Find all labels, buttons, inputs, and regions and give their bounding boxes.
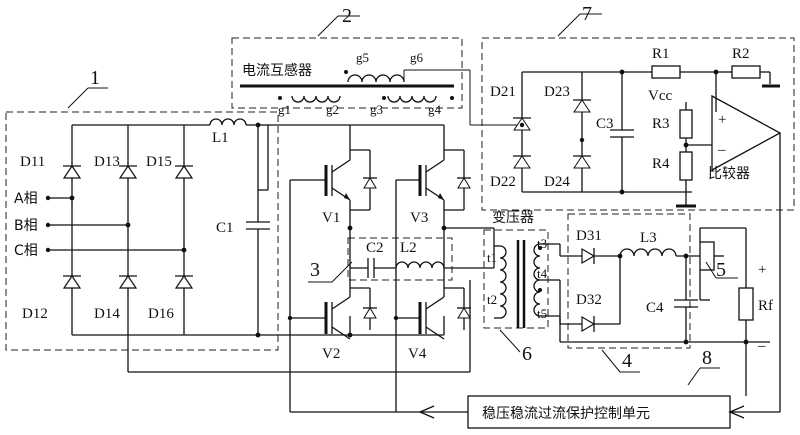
label-l2: L2 bbox=[400, 240, 417, 256]
label-g1: g1 bbox=[278, 102, 291, 117]
block-number-7: 7 bbox=[582, 3, 592, 25]
label-g6: g6 bbox=[410, 50, 424, 65]
label-g4: g4 bbox=[428, 102, 442, 117]
block-7-outline bbox=[481, 37, 795, 211]
comparator-block: D21 D23 D22 D24 C3 R1 R2 Vcc R bbox=[490, 46, 782, 412]
igbt-v3 bbox=[396, 149, 471, 228]
block-6-outline bbox=[483, 229, 549, 329]
bridge-block: V1 V3 bbox=[287, 149, 471, 412]
label-d13: D13 bbox=[94, 154, 120, 170]
label-d14: D14 bbox=[94, 306, 120, 322]
label-output-plus: + bbox=[758, 262, 766, 278]
label-d21: D21 bbox=[490, 84, 516, 100]
dc-bus-wiring bbox=[127, 124, 471, 373]
label-d31: D31 bbox=[576, 228, 602, 244]
label-d32: D32 bbox=[576, 292, 602, 308]
label-t1: t1 bbox=[487, 250, 497, 265]
label-d22: D22 bbox=[490, 174, 516, 190]
label-control-unit: 稳压稳流过流保护控制单元 bbox=[482, 406, 650, 422]
dashed-block-outlines bbox=[5, 37, 795, 351]
block-number-6: 6 bbox=[522, 343, 532, 365]
diode-d11 bbox=[62, 164, 82, 179]
label-transformer: 变压器 bbox=[492, 210, 534, 226]
label-l3: L3 bbox=[640, 230, 657, 246]
label-v1: V1 bbox=[322, 210, 340, 226]
label-comparator-plus: + bbox=[718, 112, 726, 128]
label-r4: R4 bbox=[652, 156, 670, 172]
label-v2: V2 bbox=[322, 346, 340, 362]
block-number-2: 2 bbox=[342, 5, 352, 27]
diode-d23 bbox=[573, 99, 591, 113]
label-t4: t4 bbox=[537, 266, 548, 281]
transformer-block: 变压器 t1 t2 t3 t4 t5 bbox=[487, 210, 561, 342]
label-r2: R2 bbox=[732, 46, 750, 62]
diode-d24 bbox=[573, 155, 591, 169]
label-d12: D12 bbox=[22, 306, 48, 322]
block-number-8: 8 bbox=[702, 347, 712, 369]
label-c1: C1 bbox=[216, 220, 234, 236]
current-transformer-block: 电流互感器 g5 g6 g1 g2 g3 g4 bbox=[240, 50, 522, 126]
igbt-v1 bbox=[290, 149, 377, 228]
rectifier-block: D11 D13 D15 D12 D14 D16 A相 B相 C相 L1 C1 bbox=[14, 118, 270, 338]
label-comparator-minus: – bbox=[717, 142, 726, 158]
diode-d22 bbox=[513, 155, 531, 169]
label-phase-a: A相 bbox=[14, 191, 38, 207]
block-2-outline bbox=[231, 37, 463, 109]
block-number-1: 1 bbox=[90, 67, 100, 89]
label-d11: D11 bbox=[20, 154, 45, 170]
label-v3: V3 bbox=[410, 210, 428, 226]
label-vcc: Vcc bbox=[648, 88, 672, 104]
label-c4: C4 bbox=[646, 300, 664, 316]
label-rf: Rf bbox=[758, 298, 773, 314]
igbt-v4 bbox=[396, 266, 471, 340]
label-v4: V4 bbox=[408, 346, 427, 362]
control-unit-block: 稳压稳流过流保护控制单元 bbox=[290, 342, 780, 429]
load-block: Rf + – bbox=[699, 227, 773, 354]
diode-d14 bbox=[118, 274, 138, 289]
block-number-5: 5 bbox=[716, 259, 726, 281]
label-c2: C2 bbox=[366, 240, 384, 256]
diode-d16 bbox=[174, 274, 194, 289]
block-1-outline bbox=[5, 111, 279, 351]
label-g5: g5 bbox=[356, 50, 369, 65]
resonant-block: C2 L2 bbox=[350, 227, 494, 278]
label-t2: t2 bbox=[487, 292, 497, 307]
label-g2: g2 bbox=[326, 102, 339, 117]
block-3-outline bbox=[347, 237, 453, 281]
label-t5: t5 bbox=[537, 306, 547, 321]
label-d24: D24 bbox=[544, 174, 570, 190]
igbt-v2 bbox=[290, 266, 377, 340]
block-number-labels: 1 2 7 3 6 4 5 8 bbox=[67, 3, 738, 386]
diode-d12 bbox=[62, 274, 82, 289]
inductor-l1 bbox=[209, 118, 247, 126]
label-r1: R1 bbox=[652, 46, 670, 62]
block-4-outline bbox=[567, 213, 691, 349]
label-r3: R3 bbox=[652, 116, 670, 132]
output-block: D31 D32 L3 C4 bbox=[560, 228, 746, 345]
label-d23: D23 bbox=[544, 84, 570, 100]
diode-d13 bbox=[118, 164, 138, 179]
label-current-transformer: 电流互感器 bbox=[242, 62, 312, 79]
label-d15: D15 bbox=[146, 154, 172, 170]
label-d16: D16 bbox=[148, 306, 174, 322]
label-phase-c: C相 bbox=[14, 243, 38, 259]
label-c3: C3 bbox=[596, 116, 614, 132]
label-comparator: 比较器 bbox=[708, 166, 750, 182]
label-l1: L1 bbox=[212, 130, 229, 146]
block-number-3: 3 bbox=[310, 259, 320, 281]
label-output-minus: – bbox=[757, 338, 766, 354]
label-g3: g3 bbox=[370, 102, 383, 117]
diode-d15 bbox=[174, 164, 194, 179]
block-number-4: 4 bbox=[622, 350, 632, 372]
label-phase-b: B相 bbox=[14, 218, 38, 234]
